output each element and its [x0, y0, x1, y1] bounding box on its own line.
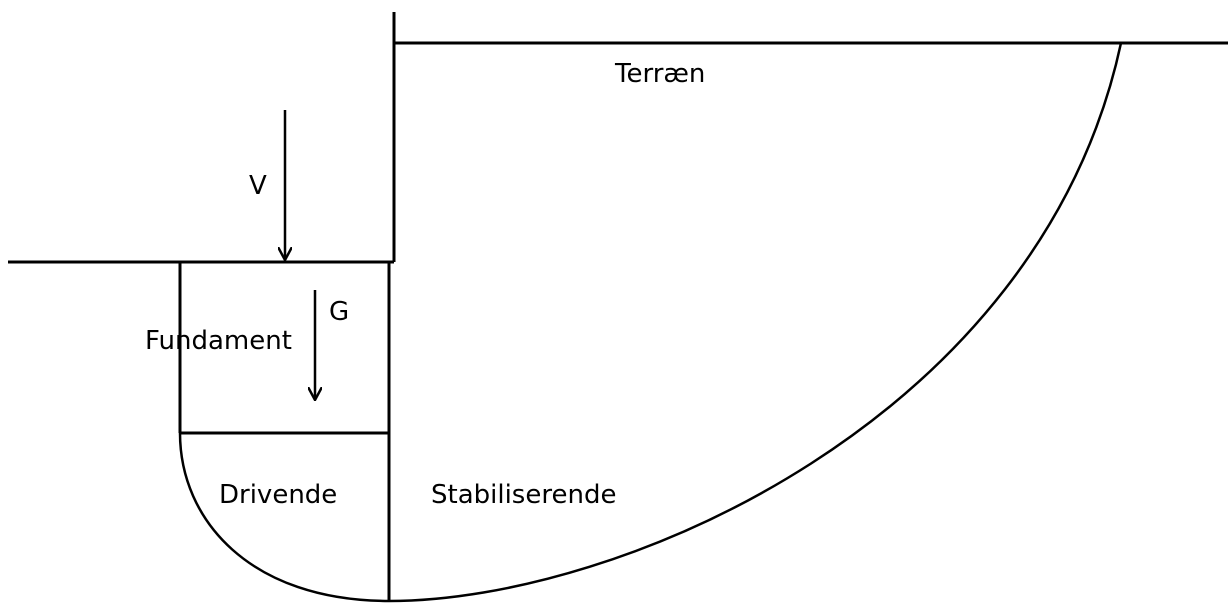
- v-load-label: V: [249, 171, 267, 201]
- slip-surface-curve: [178, 42, 1123, 603]
- diagram-labels: Terræn V G Fundament Drivende Stabiliser…: [145, 59, 705, 510]
- diagram-lines: [8, 12, 1228, 603]
- foundation-label: Fundament: [145, 326, 292, 356]
- driving-zone-label: Drivende: [219, 480, 337, 510]
- terrain-label: Terræn: [614, 59, 705, 89]
- g-load-label: G: [329, 297, 349, 327]
- stabilizing-zone-label: Stabiliserende: [431, 480, 616, 510]
